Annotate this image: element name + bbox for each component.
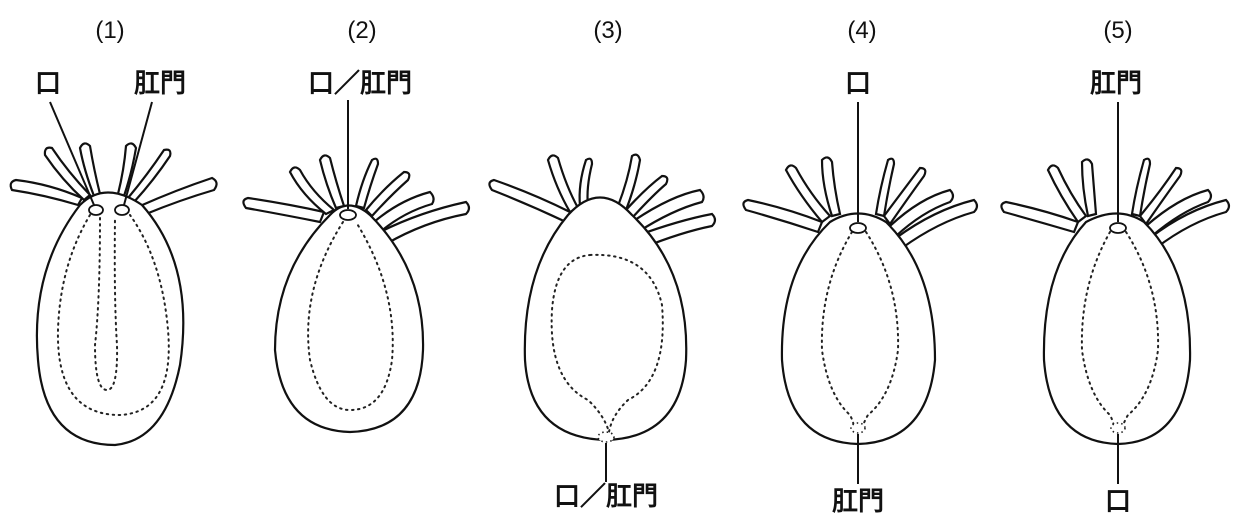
panel-4-anus bbox=[851, 423, 865, 433]
panel-1-anus bbox=[115, 205, 129, 215]
panel-5-anus bbox=[1110, 223, 1126, 233]
panel-3-number: (3) bbox=[593, 17, 622, 44]
panel-1-mouth-label: 口 bbox=[35, 69, 61, 99]
panel-5-anus-label: 肛門 bbox=[1090, 69, 1142, 99]
panel-5: (5) 肛門 口 bbox=[1001, 17, 1229, 517]
panel-4-mouth bbox=[850, 223, 866, 233]
panel-2-number: (2) bbox=[347, 17, 376, 44]
panel-1: (1) 口 肛門 bbox=[11, 17, 217, 445]
panel-2-mouth-anus bbox=[340, 210, 356, 220]
panel-2-mouth-anus-label: 口／肛門 bbox=[308, 69, 412, 99]
panel-4-number: (4) bbox=[847, 17, 876, 44]
panel-5-number: (5) bbox=[1103, 17, 1132, 44]
panel-1-anus-label: 肛門 bbox=[134, 69, 186, 99]
panel-3-mouth-anus bbox=[598, 432, 614, 442]
panel-2-body bbox=[275, 206, 423, 433]
panel-2: (2) 口／肛門 bbox=[243, 17, 469, 432]
panel-1-number: (1) bbox=[95, 17, 124, 44]
panel-3-mouth-anus-label: 口／肛門 bbox=[554, 482, 658, 512]
panel-3: (3) 口／肛門 bbox=[489, 17, 715, 512]
panel-4: (4) 口 肛門 bbox=[743, 17, 977, 517]
panel-1-mouth bbox=[89, 205, 103, 215]
panel-4-mouth-label: 口 bbox=[845, 69, 871, 99]
panel-5-body bbox=[1044, 214, 1190, 445]
panel-4-body bbox=[782, 214, 935, 445]
panel-4-anus-label: 肛門 bbox=[832, 487, 884, 517]
panel-5-mouth bbox=[1111, 423, 1125, 433]
panel-5-mouth-label: 口 bbox=[1105, 487, 1131, 517]
